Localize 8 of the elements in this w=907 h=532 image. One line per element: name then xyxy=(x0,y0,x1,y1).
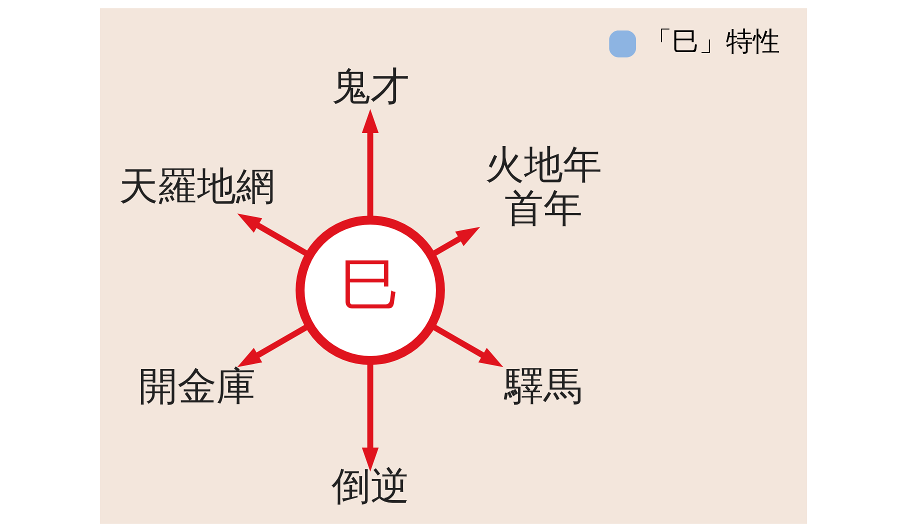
node-text: 驛馬 xyxy=(504,364,582,410)
node-text: 開金庫 xyxy=(138,364,256,410)
node-text: 鬼才 xyxy=(331,64,410,110)
node-circle: 巳 xyxy=(296,216,445,365)
node-text: 天羅地網 xyxy=(119,164,276,210)
legend-label: 「巳」特性 xyxy=(645,26,780,58)
node-text: 倒逆 xyxy=(331,464,410,510)
node-text: 火地年 首年 xyxy=(484,143,602,232)
